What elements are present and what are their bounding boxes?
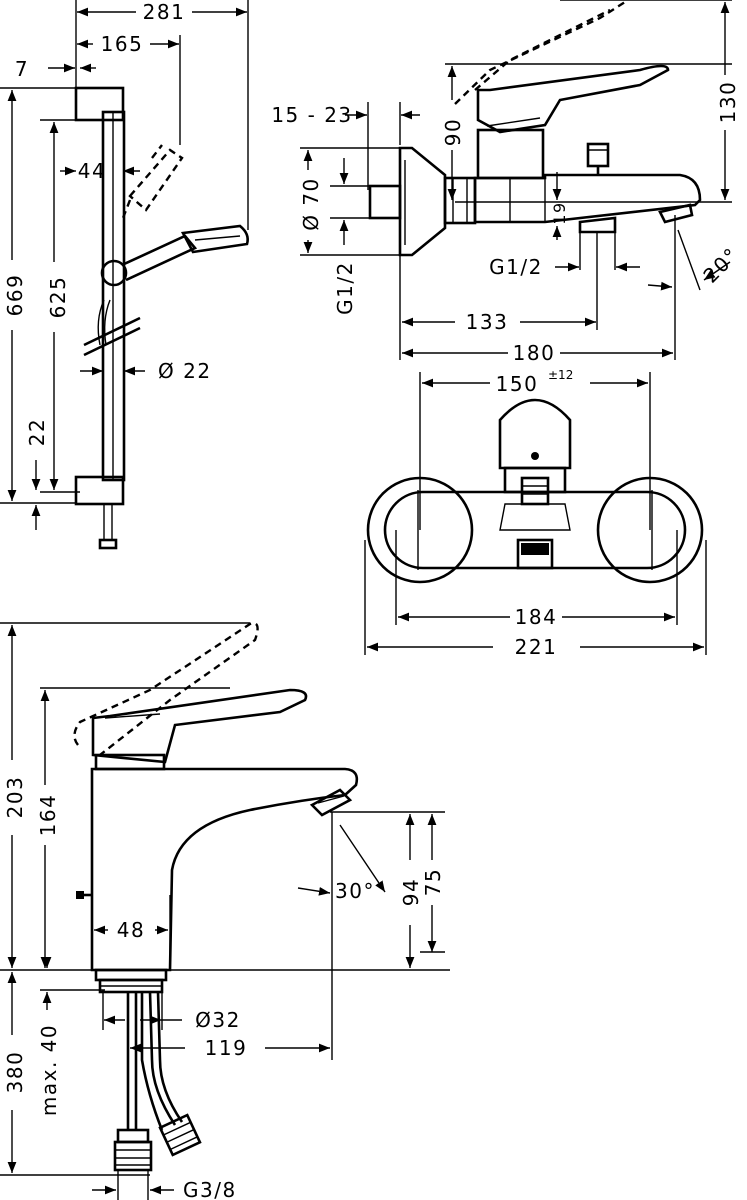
dim-165: 165	[101, 32, 144, 56]
dim-625: 625	[46, 276, 70, 319]
dim-75: 75	[421, 868, 445, 896]
dim-150-tolerance: ±12	[548, 368, 573, 382]
shower-set-labels: 281 165 7 669 625 44 22 Ø 22	[3, 0, 212, 446]
dim-119: 119	[205, 1036, 248, 1060]
dim-20-degree: 20°	[698, 242, 743, 287]
basin-mixer-drawing	[0, 622, 450, 1200]
dim-90: 90	[441, 118, 465, 146]
dim-diameter-32: Ø32	[195, 1008, 241, 1032]
dim-380: 380	[3, 1051, 27, 1094]
dim-diameter-22: Ø 22	[158, 359, 212, 383]
dim-44: 44	[78, 159, 106, 183]
dim-130: 130	[716, 81, 740, 124]
dim-133: 133	[466, 310, 509, 334]
bath-mixer-side-drawing	[300, 0, 732, 360]
dim-30-degree: 30°	[335, 879, 375, 903]
dim-g38: G3/8	[183, 1178, 237, 1200]
bath-mixer-side-labels: 15 - 23 90 130 Ø 70 G1/2 19 G1/2 20° 133…	[271, 81, 743, 365]
dim-48: 48	[117, 918, 145, 942]
dim-g12-inlet: G1/2	[333, 261, 357, 315]
dim-221: 221	[515, 635, 558, 659]
dim-max-40: max. 40	[37, 1024, 61, 1116]
dim-203: 203	[3, 776, 27, 819]
basin-mixer-labels: 203 164 48 30° 94 75 Ø32 119 380 max. 40…	[3, 776, 445, 1200]
dim-g12-outlet: G1/2	[489, 255, 543, 279]
dim-15-23: 15 - 23	[271, 103, 352, 127]
bath-mixer-front-drawing	[364, 372, 707, 655]
bath-mixer-front-labels: 150 ±12 184 221	[496, 368, 574, 659]
dim-164: 164	[36, 794, 60, 837]
dim-669: 669	[3, 274, 27, 317]
dim-180: 180	[513, 341, 556, 365]
shower-set-drawing	[0, 0, 249, 550]
dim-94: 94	[399, 878, 423, 906]
dim-diameter-70: Ø 70	[299, 177, 323, 231]
dim-7: 7	[15, 57, 29, 81]
dim-22-bottom: 22	[25, 418, 49, 446]
dim-184: 184	[515, 605, 558, 629]
dim-281: 281	[143, 0, 186, 24]
dim-19: 19	[550, 201, 569, 224]
dim-150: 150	[496, 372, 539, 396]
